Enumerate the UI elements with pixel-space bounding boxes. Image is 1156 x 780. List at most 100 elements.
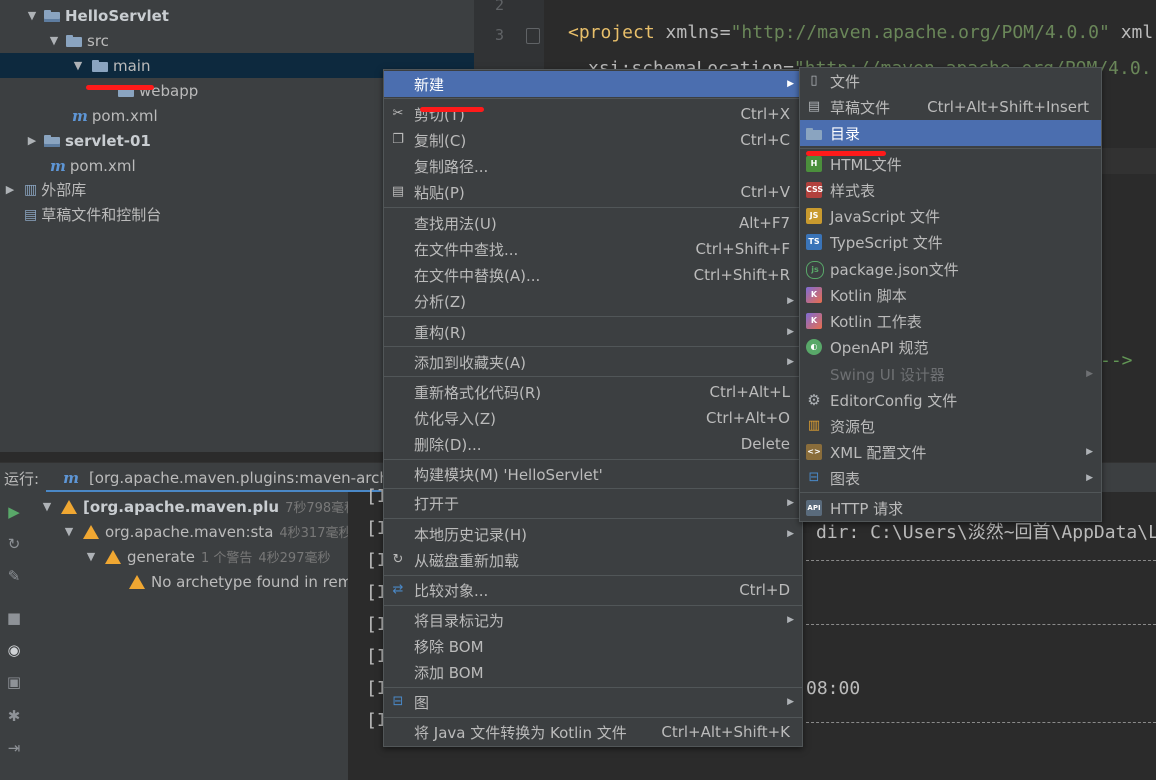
submenu-arrow-icon: ▶ xyxy=(787,357,794,367)
menu-item-add-favorites[interactable]: 添加到收藏夹(A)▶ xyxy=(414,353,794,372)
submenu-item-xml-config[interactable]: <>XML 配置文件▶ xyxy=(806,443,1093,462)
active-tab-indicator xyxy=(46,490,384,493)
chevron-right-icon[interactable]: ▶ xyxy=(5,183,15,196)
api-icon: API xyxy=(806,500,822,516)
chevron-down-icon[interactable]: ▼ xyxy=(73,59,83,72)
run-tree-item[interactable]: No archetype found in rem xyxy=(129,569,352,594)
run-tree: ▼ [org.apache.maven.plu 7秒798毫秒 ▼ org.ap… xyxy=(29,492,357,780)
scratch-icon: ▤ xyxy=(24,206,38,223)
scratch-icon: ▤ xyxy=(807,99,821,114)
submenu-arrow-icon: ▶ xyxy=(1086,473,1093,483)
run-tree-item[interactable]: ▼ org.apache.maven:sta 4秒317毫秒 xyxy=(61,519,352,544)
chevron-right-icon[interactable]: ▶ xyxy=(27,134,37,147)
exit-icon[interactable]: ⇥ xyxy=(7,739,21,757)
chevron-down-icon[interactable]: ▼ xyxy=(49,34,59,47)
menu-item-copy[interactable]: ❐复制(C)Ctrl+C xyxy=(384,127,802,153)
menu-item-reformat[interactable]: 重新格式化代码(R)Ctrl+Alt+L xyxy=(414,383,790,402)
chevron-down-icon[interactable]: ▼ xyxy=(27,9,37,22)
tree-item-scratches[interactable]: ▤ 草稿文件和控制台 xyxy=(24,206,162,224)
menu-item-mark-directory[interactable]: 将目录标记为▶ xyxy=(414,611,794,630)
console-divider xyxy=(806,560,1156,561)
submenu-item-editorconfig[interactable]: ⚙EditorConfig 文件 xyxy=(807,391,958,410)
menu-item-analyze[interactable]: 分析(Z)▶ xyxy=(414,292,794,311)
wrench-icon[interactable]: ✎ xyxy=(7,567,21,585)
run-tree-item[interactable]: ▼ [org.apache.maven.plu 7秒798毫秒 xyxy=(39,494,357,519)
menu-item-remove-bom[interactable]: 移除 BOM xyxy=(414,637,484,656)
menu-item-compare[interactable]: ⇄比较对象...Ctrl+D xyxy=(384,577,802,603)
menu-item-delete[interactable]: 删除(D)...Delete xyxy=(414,435,790,454)
menu-item-cut[interactable]: ✂剪切(T)Ctrl+X xyxy=(384,101,802,127)
red-annotation-mark xyxy=(86,85,154,90)
resource-bundle-icon: ▥ xyxy=(806,418,822,434)
eye-icon[interactable]: ◉ xyxy=(7,641,21,659)
menu-item-reload[interactable]: ↻从磁盘重新加载 xyxy=(384,547,802,573)
stop-icon[interactable]: ■ xyxy=(6,609,22,627)
warning-icon xyxy=(61,499,77,514)
menu-item-find-in-files[interactable]: 在文件中查找...Ctrl+Shift+F xyxy=(414,240,790,259)
tree-item-external-libs[interactable]: ▶ ▥ 外部库 xyxy=(0,177,474,202)
warning-icon xyxy=(129,574,145,589)
menu-item-optimize-imports[interactable]: 优化导入(Z)Ctrl+Alt+O xyxy=(414,409,790,428)
submenu-item-diagram[interactable]: ⊟图表▶ xyxy=(800,465,1101,491)
paste-icon: ▤ xyxy=(391,184,405,199)
file-icon: ▯ xyxy=(810,73,818,88)
css-icon: CSS xyxy=(806,182,823,198)
rerun-icon[interactable]: ↻ xyxy=(7,535,21,553)
module-folder-icon xyxy=(44,134,61,147)
scissors-icon: ✂ xyxy=(392,106,404,121)
tree-item-helloservlet[interactable]: ▼ HelloServlet xyxy=(0,3,474,28)
run-tab[interactable]: [org.apache.maven.plugins:maven-arche xyxy=(88,469,399,487)
copy-icon: ❐ xyxy=(392,132,404,147)
diagram-icon: ⊟ xyxy=(392,694,404,709)
folder-icon xyxy=(92,59,109,72)
chevron-down-icon[interactable]: ▼ xyxy=(86,550,96,563)
warning-icon xyxy=(105,549,121,564)
chevron-down-icon[interactable]: ▼ xyxy=(64,525,74,538)
tree-item-servlet-01[interactable]: ▶ servlet-01 xyxy=(0,128,474,153)
tree-item-pom-root[interactable]: m pom.xml xyxy=(50,156,136,175)
menu-item-build-module[interactable]: 构建模块(M) 'HelloServlet' xyxy=(414,465,603,484)
menu-item-local-history[interactable]: 本地历史记录(H)▶ xyxy=(414,525,794,544)
submenu-item-directory[interactable]: 目录 xyxy=(800,120,1101,146)
menu-item-add-bom[interactable]: 添加 BOM xyxy=(414,663,484,682)
submenu-item-resource-bundle[interactable]: ▥资源包 xyxy=(806,417,876,436)
gear-icon[interactable]: ✱ xyxy=(7,707,21,725)
tree-item-src[interactable]: ▼ src xyxy=(0,28,474,53)
chevron-down-icon[interactable]: ▼ xyxy=(42,500,52,513)
menu-item-replace-in-files[interactable]: 在文件中替换(A)...Ctrl+Shift+R xyxy=(414,266,790,285)
run-icon[interactable]: ▶ xyxy=(8,503,20,521)
submenu-arrow-icon: ▶ xyxy=(787,327,794,337)
maven-icon: m xyxy=(50,156,66,175)
submenu-item-file[interactable]: ▯文件 xyxy=(800,68,1101,94)
submenu-item-swing-ui[interactable]: Swing UI 设计器▶ xyxy=(830,365,1093,384)
kotlin-icon: K xyxy=(806,287,822,303)
submenu-arrow-icon: ▶ xyxy=(787,79,794,89)
menu-item-find-usages[interactable]: 查找用法(U)Alt+F7 xyxy=(414,214,790,233)
openapi-icon: ◐ xyxy=(806,339,822,355)
menu-item-open-in[interactable]: 打开于▶ xyxy=(414,494,794,513)
menu-item-new[interactable]: 新建▶ xyxy=(384,71,802,97)
submenu-arrow-icon: ▶ xyxy=(787,296,794,306)
submenu-arrow-icon: ▶ xyxy=(787,498,794,508)
menu-item-refactor[interactable]: 重构(R)▶ xyxy=(414,323,794,342)
menu-item-copy-path[interactable]: 复制路径... xyxy=(414,157,489,176)
tree-item-pom-inner[interactable]: m pom.xml xyxy=(72,106,158,125)
camera-icon[interactable]: ▣ xyxy=(6,673,22,691)
fold-marker-icon[interactable] xyxy=(526,28,540,44)
submenu-item-openapi[interactable]: ◐OpenAPI 规范 xyxy=(800,334,1101,360)
menu-item-diagram[interactable]: ⊟图▶ xyxy=(384,689,802,715)
run-tree-item[interactable]: ▼ generate 1 个警告 4秒297毫秒 xyxy=(83,544,331,569)
menu-item-paste[interactable]: ▤粘贴(P)Ctrl+V xyxy=(391,183,790,202)
warning-icon xyxy=(83,524,99,539)
